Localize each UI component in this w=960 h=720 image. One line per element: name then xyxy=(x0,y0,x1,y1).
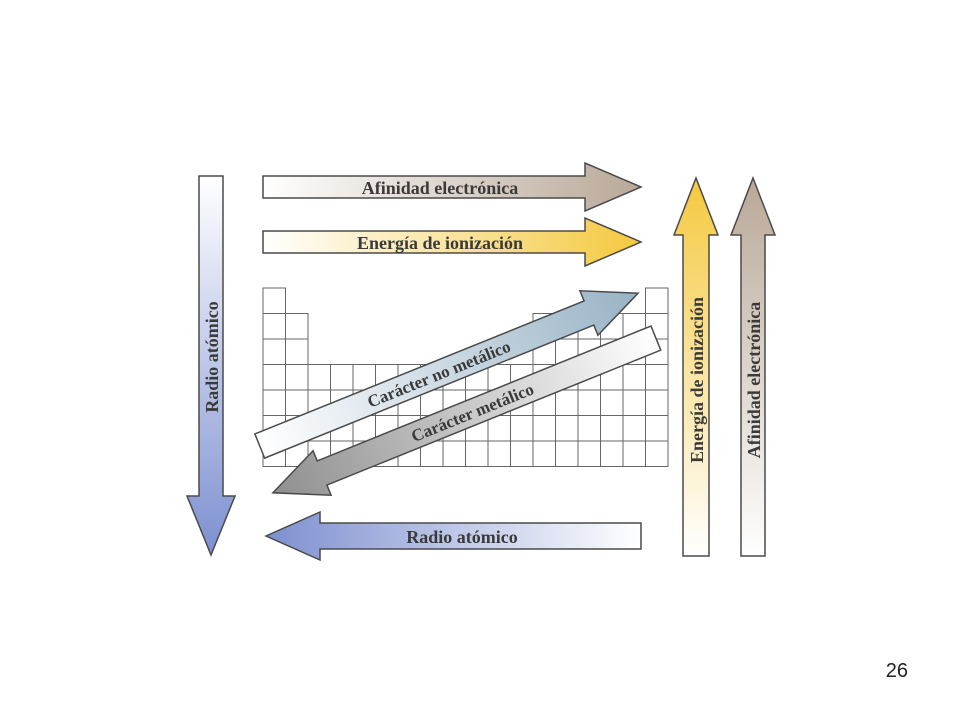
periodic-cell xyxy=(645,389,669,416)
periodic-cell xyxy=(262,287,286,314)
page-number: 26 xyxy=(885,660,908,682)
periodic-cell xyxy=(622,440,646,467)
periodic-cell xyxy=(622,364,646,391)
periodic-cell xyxy=(645,287,669,314)
periodic-cell xyxy=(555,415,579,442)
periodic-cell xyxy=(622,389,646,416)
radio-arrow-vertical xyxy=(185,175,237,557)
radio-vertical-label: Radio atómico xyxy=(202,301,222,413)
periodic-cell xyxy=(645,415,669,442)
periodic-cell xyxy=(465,440,489,467)
periodic-cell xyxy=(262,389,286,416)
metalico-arrow xyxy=(271,325,662,496)
energia-vertical-label: Energía de ionización xyxy=(687,297,707,463)
periodic-cell xyxy=(285,338,309,365)
periodic-cell xyxy=(555,440,579,467)
periodic-cell xyxy=(262,364,286,391)
periodic-cell xyxy=(645,364,669,391)
periodic-cell xyxy=(510,415,534,442)
periodic-cell xyxy=(285,313,309,340)
periodic-cell xyxy=(510,440,534,467)
periodic-cell xyxy=(532,440,556,467)
periodic-cell xyxy=(600,440,624,467)
periodic-cell xyxy=(577,389,601,416)
periodic-cell xyxy=(532,415,556,442)
periodic-cell xyxy=(442,440,466,467)
periodic-cell xyxy=(307,364,331,391)
periodic-cell xyxy=(285,364,309,391)
afinidad-arrow-vertical xyxy=(729,175,777,557)
radio-bottom-label: Radio atómico xyxy=(406,527,518,547)
energia-arrow-top xyxy=(262,216,643,268)
periodic-cell xyxy=(285,389,309,416)
afinidad-top-label: Afinidad electrónica xyxy=(362,178,518,198)
periodic-cell xyxy=(577,415,601,442)
periodic-cell xyxy=(262,338,286,365)
energia-arrow-vertical xyxy=(672,175,720,557)
periodic-cell xyxy=(330,364,354,391)
no-metalico-arrow xyxy=(253,290,640,460)
periodic-cell xyxy=(262,313,286,340)
periodic-cell xyxy=(600,389,624,416)
periodic-cell xyxy=(577,440,601,467)
afinidad-arrow-top xyxy=(262,161,643,213)
periodic-cell xyxy=(645,440,669,467)
periodic-cell xyxy=(555,389,579,416)
periodic-cell xyxy=(622,415,646,442)
periodic-cell xyxy=(487,440,511,467)
afinidad-vertical-label: Afinidad electrónica xyxy=(744,302,764,458)
energia-top-label: Energía de ionización xyxy=(357,233,523,253)
periodic-cell xyxy=(600,415,624,442)
radio-arrow-bottom xyxy=(264,510,642,562)
